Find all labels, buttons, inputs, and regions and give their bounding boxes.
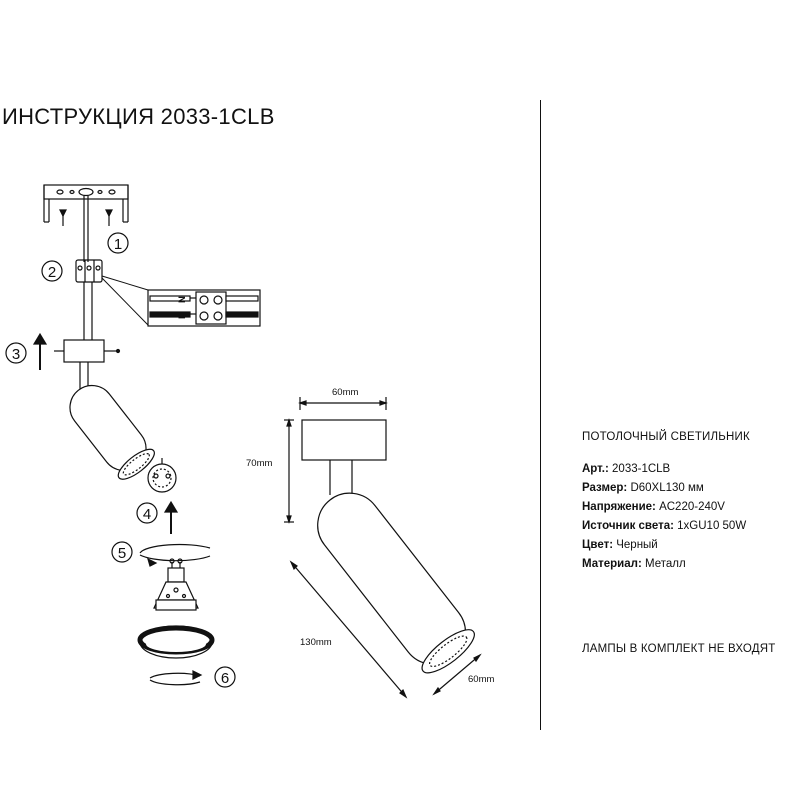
arrow-up-icon xyxy=(163,500,179,534)
supply-wires xyxy=(83,196,89,262)
step-number: 6 xyxy=(221,670,229,687)
step-marker-1 xyxy=(107,232,129,254)
spec-row: Напряжение: AC220-240V xyxy=(582,498,750,517)
spec-label: Размер: xyxy=(582,482,628,494)
spec-label: Материал: xyxy=(582,558,642,570)
live-label: L xyxy=(177,313,188,319)
connector-detail xyxy=(147,289,261,327)
spec-value: 2033-1CLB xyxy=(612,463,671,475)
spec-label: Напряжение: xyxy=(582,501,656,513)
gu10-lamp xyxy=(153,558,199,611)
arrow-up-icon xyxy=(32,332,48,370)
spec-row: Размер: D60XL130 мм xyxy=(582,479,750,498)
rotate-ring-icon xyxy=(149,670,203,686)
spec-value: Металл xyxy=(644,558,686,570)
spec-value: D60XL130 мм xyxy=(630,482,704,494)
product-type: ПОТОЛОЧНЫЙ СВЕТИЛЬНИК xyxy=(582,431,750,443)
spec-value: AC220-240V xyxy=(659,501,725,513)
step-number: 1 xyxy=(114,236,122,253)
spec-row: Цвет: Черный xyxy=(582,536,750,555)
dim-diameter: 60mm xyxy=(468,674,494,685)
spot-head xyxy=(69,384,155,480)
dim-length: 130mm xyxy=(300,637,332,648)
spec-label: Цвет: xyxy=(582,539,614,551)
terminal-block xyxy=(75,259,149,340)
spec-row: Источник света: 1xGU10 50W xyxy=(582,517,750,536)
step-number: 3 xyxy=(12,346,20,363)
spec-label: Арт.: xyxy=(582,463,609,475)
step-markers xyxy=(5,232,236,688)
dim-height: 70mm xyxy=(246,458,272,469)
lamps-not-included-note: ЛАМПЫ В КОМПЛЕКТ НЕ ВХОДЯТ xyxy=(582,643,776,655)
step-number: 2 xyxy=(48,264,56,281)
front-ring xyxy=(137,625,215,659)
gu10-socket xyxy=(147,458,177,493)
step-marker-3 xyxy=(5,342,27,364)
column-divider xyxy=(540,100,541,730)
spec-value: Черный xyxy=(616,539,658,551)
spec-label: Источник света: xyxy=(582,520,674,532)
spec-value: 1xGU10 50W xyxy=(677,520,747,532)
neutral-label: N xyxy=(177,296,188,303)
mounting-bracket xyxy=(43,184,129,223)
step-marker-6 xyxy=(214,666,236,688)
screw-icon xyxy=(59,209,113,226)
page-title: ИНСТРУКЦИЯ 2033-1CLB xyxy=(2,104,275,129)
step-marker-2 xyxy=(41,260,63,282)
spec-row: Арт.: 2033-1CLB xyxy=(582,460,750,479)
step-number: 5 xyxy=(118,545,126,562)
specs-panel: ПОТОЛОЧНЫЙ СВЕТИЛЬНИК Арт.: 2033-1CLB Ра… xyxy=(582,428,750,574)
step-marker-4 xyxy=(136,502,158,524)
rotate-ring-icon xyxy=(139,543,211,567)
dim-top-width: 60mm xyxy=(332,387,358,398)
dimension-drawing xyxy=(284,397,482,699)
canopy xyxy=(54,339,121,363)
step-number: 4 xyxy=(143,506,151,523)
step-marker-5 xyxy=(111,541,133,563)
spec-row: Материал: Металл xyxy=(582,555,750,574)
